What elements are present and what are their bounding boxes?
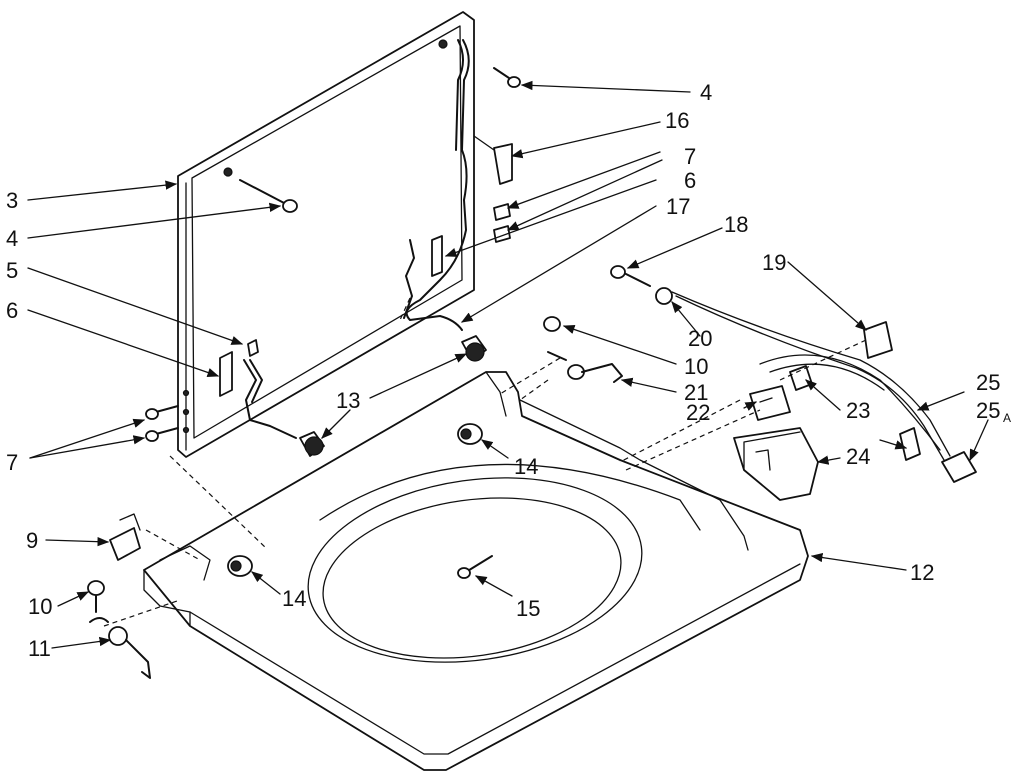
connector-19	[863, 321, 893, 359]
screw-15	[457, 555, 493, 579]
callout-7-upper: 7	[684, 144, 696, 169]
callout-25a-suffix: A	[1003, 411, 1011, 425]
callout-11: 11	[28, 636, 51, 661]
callout-labels: 4 16 7 6 17 3 4 5 6 7 18 19 20 10 21 22 …	[6, 80, 1011, 661]
callout-6-upper: 6	[684, 168, 696, 193]
callout-6-lower: 6	[6, 298, 18, 323]
callout-22: 22	[686, 400, 710, 425]
callout-10-left: 10	[28, 594, 52, 619]
callout-20: 20	[688, 326, 712, 351]
callout-18: 18	[724, 212, 748, 237]
callout-16: 16	[665, 108, 689, 133]
bracket-24	[733, 427, 819, 501]
callout-7-lower: 7	[6, 450, 18, 475]
callout-19: 19	[762, 250, 786, 275]
plug-25a	[941, 451, 977, 483]
callout-9: 9	[26, 528, 38, 553]
callout-25a-number: 25	[976, 398, 1000, 423]
lid-wire-harness	[243, 39, 470, 439]
assembly-lines	[103, 297, 867, 627]
callout-21: 21	[684, 380, 708, 405]
hinge-pins-14	[227, 423, 483, 577]
callout-4-lower: 4	[6, 226, 18, 251]
callout-12: 12	[910, 560, 934, 585]
rivets-7-right	[493, 203, 511, 243]
plug-spring-right	[543, 316, 623, 383]
callout-14-left: 14	[282, 586, 306, 611]
callout-5: 5	[6, 258, 18, 283]
callout-15: 15	[516, 596, 540, 621]
switch-22	[749, 385, 791, 421]
hinge-9	[109, 513, 141, 561]
lid-bumpers	[299, 335, 487, 457]
callout-24: 24	[846, 444, 870, 469]
wiring-harness	[610, 265, 951, 461]
callout-3: 3	[6, 188, 18, 213]
screws-7-left	[145, 405, 179, 442]
top-panel	[143, 371, 809, 771]
leader-arrows	[27, 80, 989, 649]
switch-plate-6-right	[431, 235, 443, 277]
callout-4-upper: 4	[700, 80, 712, 105]
callout-25a: 25 A	[976, 398, 1011, 425]
screws-4	[239, 67, 521, 213]
bracket-16	[473, 135, 513, 185]
callout-10-right: 10	[684, 354, 708, 379]
callout-13: 13	[336, 388, 360, 413]
callout-23: 23	[846, 398, 870, 423]
callout-25: 25	[976, 370, 1000, 395]
callout-17: 17	[666, 194, 690, 219]
callout-14-right: 14	[514, 454, 538, 479]
switch-plate-6-left	[219, 339, 259, 397]
plug-spring-left	[87, 580, 151, 679]
